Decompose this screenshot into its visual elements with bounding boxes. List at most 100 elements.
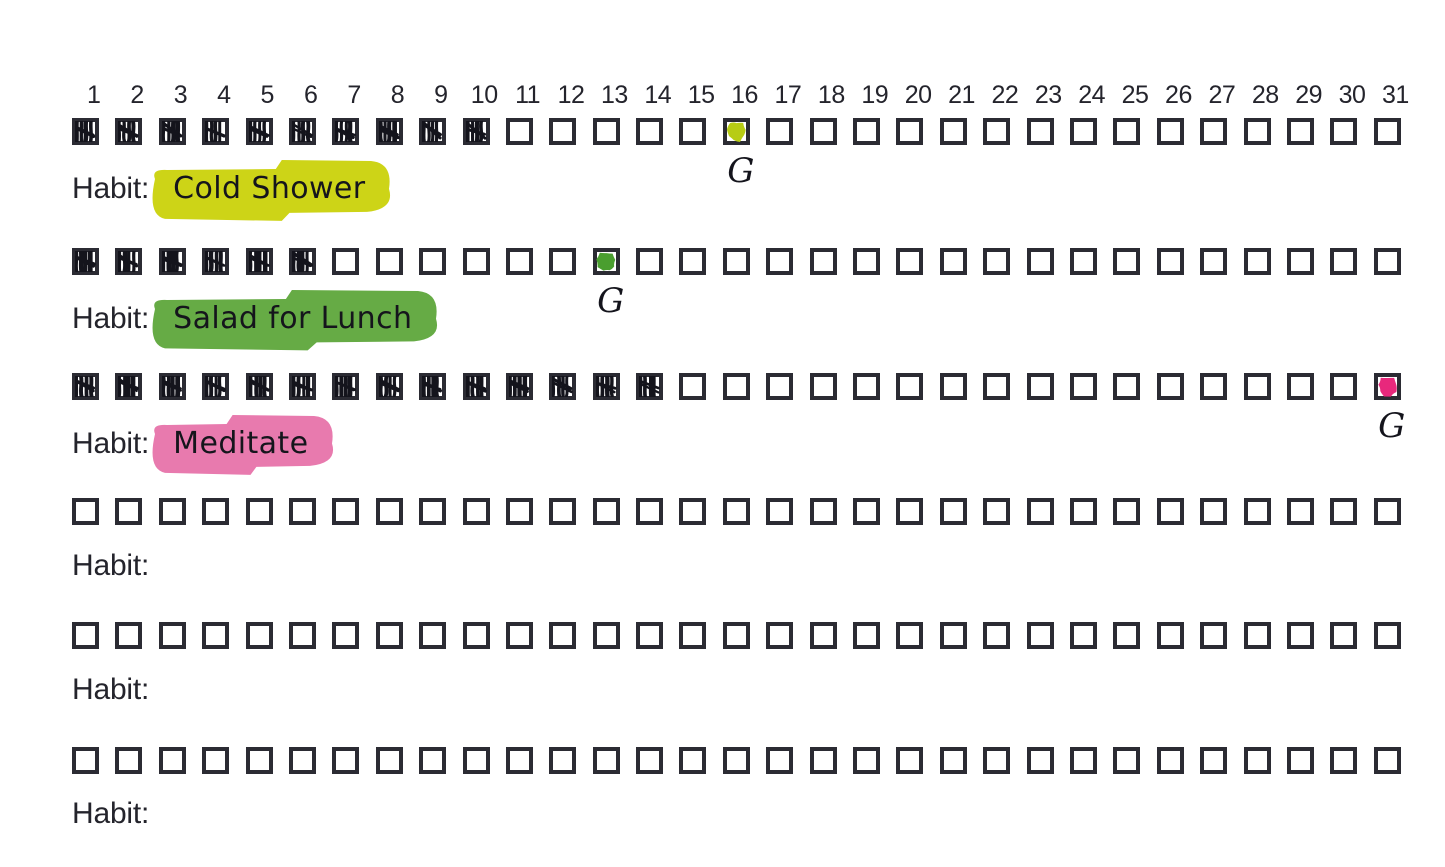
checkbox-empty-1-28[interactable] [1243, 118, 1271, 145]
checkbox-empty-6-20[interactable] [896, 747, 924, 774]
checkbox-empty-1-15[interactable] [679, 118, 707, 145]
checkbox-empty-2-17[interactable] [766, 248, 794, 275]
checkbox-empty-1-19[interactable] [853, 118, 881, 145]
checkbox-empty-6-19[interactable] [853, 747, 881, 774]
checkbox-checked-1-1[interactable] [72, 118, 99, 145]
checkbox-empty-4-26[interactable] [1156, 498, 1184, 525]
checkbox-checked-1-4[interactable] [202, 118, 230, 145]
checkbox-checked-2-4[interactable] [202, 248, 230, 275]
checkbox-empty-6-8[interactable] [375, 747, 403, 774]
checkbox-empty-6-18[interactable] [809, 747, 837, 774]
checkbox-empty-4-11[interactable] [505, 498, 533, 525]
checkbox-checked-3-3[interactable] [158, 373, 186, 400]
checkbox-empty-3-25[interactable] [1113, 373, 1141, 400]
checkbox-empty-6-4[interactable] [202, 747, 230, 774]
checkbox-empty-5-19[interactable] [853, 622, 881, 649]
checkbox-empty-5-30[interactable] [1330, 622, 1358, 649]
checkbox-empty-5-1[interactable] [72, 622, 99, 649]
checkbox-empty-3-27[interactable] [1200, 373, 1228, 400]
checkbox-empty-4-14[interactable] [636, 498, 664, 525]
checkbox-empty-5-8[interactable] [375, 622, 403, 649]
checkbox-empty-4-30[interactable] [1330, 498, 1358, 525]
checkbox-checked-1-6[interactable] [288, 118, 316, 145]
checkbox-checked-2-2[interactable] [115, 248, 143, 275]
checkbox-empty-6-16[interactable] [722, 747, 750, 774]
checkbox-empty-4-8[interactable] [375, 498, 403, 525]
checkbox-empty-4-9[interactable] [419, 498, 447, 525]
checkbox-checked-2-1[interactable] [72, 248, 99, 275]
checkbox-checked-3-1[interactable] [72, 373, 99, 400]
checkbox-empty-2-16[interactable] [722, 248, 750, 275]
checkbox-empty-4-27[interactable] [1200, 498, 1228, 525]
checkbox-checked-1-7[interactable] [332, 118, 360, 145]
checkbox-empty-4-19[interactable] [853, 498, 881, 525]
checkbox-empty-1-30[interactable] [1330, 118, 1358, 145]
checkbox-empty-4-5[interactable] [245, 498, 273, 525]
checkbox-empty-3-18[interactable] [809, 373, 837, 400]
checkbox-empty-6-30[interactable] [1330, 747, 1358, 774]
checkbox-empty-4-24[interactable] [1069, 498, 1097, 525]
checkbox-empty-5-24[interactable] [1069, 622, 1097, 649]
checkbox-empty-1-24[interactable] [1069, 118, 1097, 145]
checkbox-empty-5-14[interactable] [636, 622, 664, 649]
checkbox-empty-4-31[interactable] [1373, 498, 1401, 525]
checkbox-checked-2-3[interactable] [158, 248, 186, 275]
checkbox-empty-6-26[interactable] [1156, 747, 1184, 774]
checkbox-empty-5-22[interactable] [983, 622, 1011, 649]
checkbox-checked-3-4[interactable] [202, 373, 230, 400]
checkbox-checked-1-3[interactable] [158, 118, 186, 145]
checkbox-empty-5-27[interactable] [1200, 622, 1228, 649]
checkbox-empty-5-16[interactable] [722, 622, 750, 649]
checkbox-empty-1-12[interactable] [549, 118, 577, 145]
checkbox-empty-6-21[interactable] [939, 747, 967, 774]
checkbox-goal-1-16[interactable] [722, 118, 750, 145]
checkbox-empty-3-16[interactable] [722, 373, 750, 400]
checkbox-empty-6-29[interactable] [1286, 747, 1314, 774]
checkbox-empty-2-21[interactable] [939, 248, 967, 275]
checkbox-empty-2-10[interactable] [462, 248, 490, 275]
checkbox-empty-6-25[interactable] [1113, 747, 1141, 774]
checkbox-empty-2-9[interactable] [419, 248, 447, 275]
checkbox-empty-5-25[interactable] [1113, 622, 1141, 649]
checkbox-empty-3-23[interactable] [1026, 373, 1054, 400]
checkbox-empty-2-11[interactable] [505, 248, 533, 275]
checkbox-empty-6-13[interactable] [592, 747, 620, 774]
checkbox-empty-4-4[interactable] [202, 498, 230, 525]
checkbox-empty-5-17[interactable] [766, 622, 794, 649]
checkbox-empty-4-22[interactable] [983, 498, 1011, 525]
checkbox-empty-3-21[interactable] [939, 373, 967, 400]
checkbox-empty-2-30[interactable] [1330, 248, 1358, 275]
checkbox-empty-6-14[interactable] [636, 747, 664, 774]
checkbox-empty-6-3[interactable] [158, 747, 186, 774]
checkbox-goal-2-13[interactable] [592, 248, 620, 275]
checkbox-empty-1-22[interactable] [983, 118, 1011, 145]
checkbox-checked-1-2[interactable] [115, 118, 143, 145]
checkbox-empty-1-31[interactable] [1373, 118, 1401, 145]
checkbox-empty-6-9[interactable] [419, 747, 447, 774]
checkbox-empty-5-9[interactable] [419, 622, 447, 649]
checkbox-empty-4-7[interactable] [332, 498, 360, 525]
checkbox-empty-1-13[interactable] [592, 118, 620, 145]
checkbox-checked-3-14[interactable] [636, 373, 664, 400]
checkbox-empty-2-29[interactable] [1286, 248, 1314, 275]
checkbox-empty-6-27[interactable] [1200, 747, 1228, 774]
checkbox-empty-3-22[interactable] [983, 373, 1011, 400]
checkbox-checked-3-2[interactable] [115, 373, 143, 400]
checkbox-empty-1-25[interactable] [1113, 118, 1141, 145]
checkbox-empty-6-5[interactable] [245, 747, 273, 774]
checkbox-empty-4-3[interactable] [158, 498, 186, 525]
checkbox-empty-1-17[interactable] [766, 118, 794, 145]
checkbox-empty-2-24[interactable] [1069, 248, 1097, 275]
checkbox-empty-3-30[interactable] [1330, 373, 1358, 400]
checkbox-empty-5-29[interactable] [1286, 622, 1314, 649]
checkbox-empty-5-4[interactable] [202, 622, 230, 649]
checkbox-empty-1-20[interactable] [896, 118, 924, 145]
checkbox-empty-5-3[interactable] [158, 622, 186, 649]
checkbox-empty-6-6[interactable] [288, 747, 316, 774]
checkbox-checked-2-6[interactable] [288, 248, 316, 275]
checkbox-empty-4-2[interactable] [115, 498, 143, 525]
checkbox-checked-3-9[interactable] [419, 373, 447, 400]
checkbox-empty-6-10[interactable] [462, 747, 490, 774]
checkbox-empty-3-28[interactable] [1243, 373, 1271, 400]
checkbox-checked-3-11[interactable] [505, 373, 533, 400]
